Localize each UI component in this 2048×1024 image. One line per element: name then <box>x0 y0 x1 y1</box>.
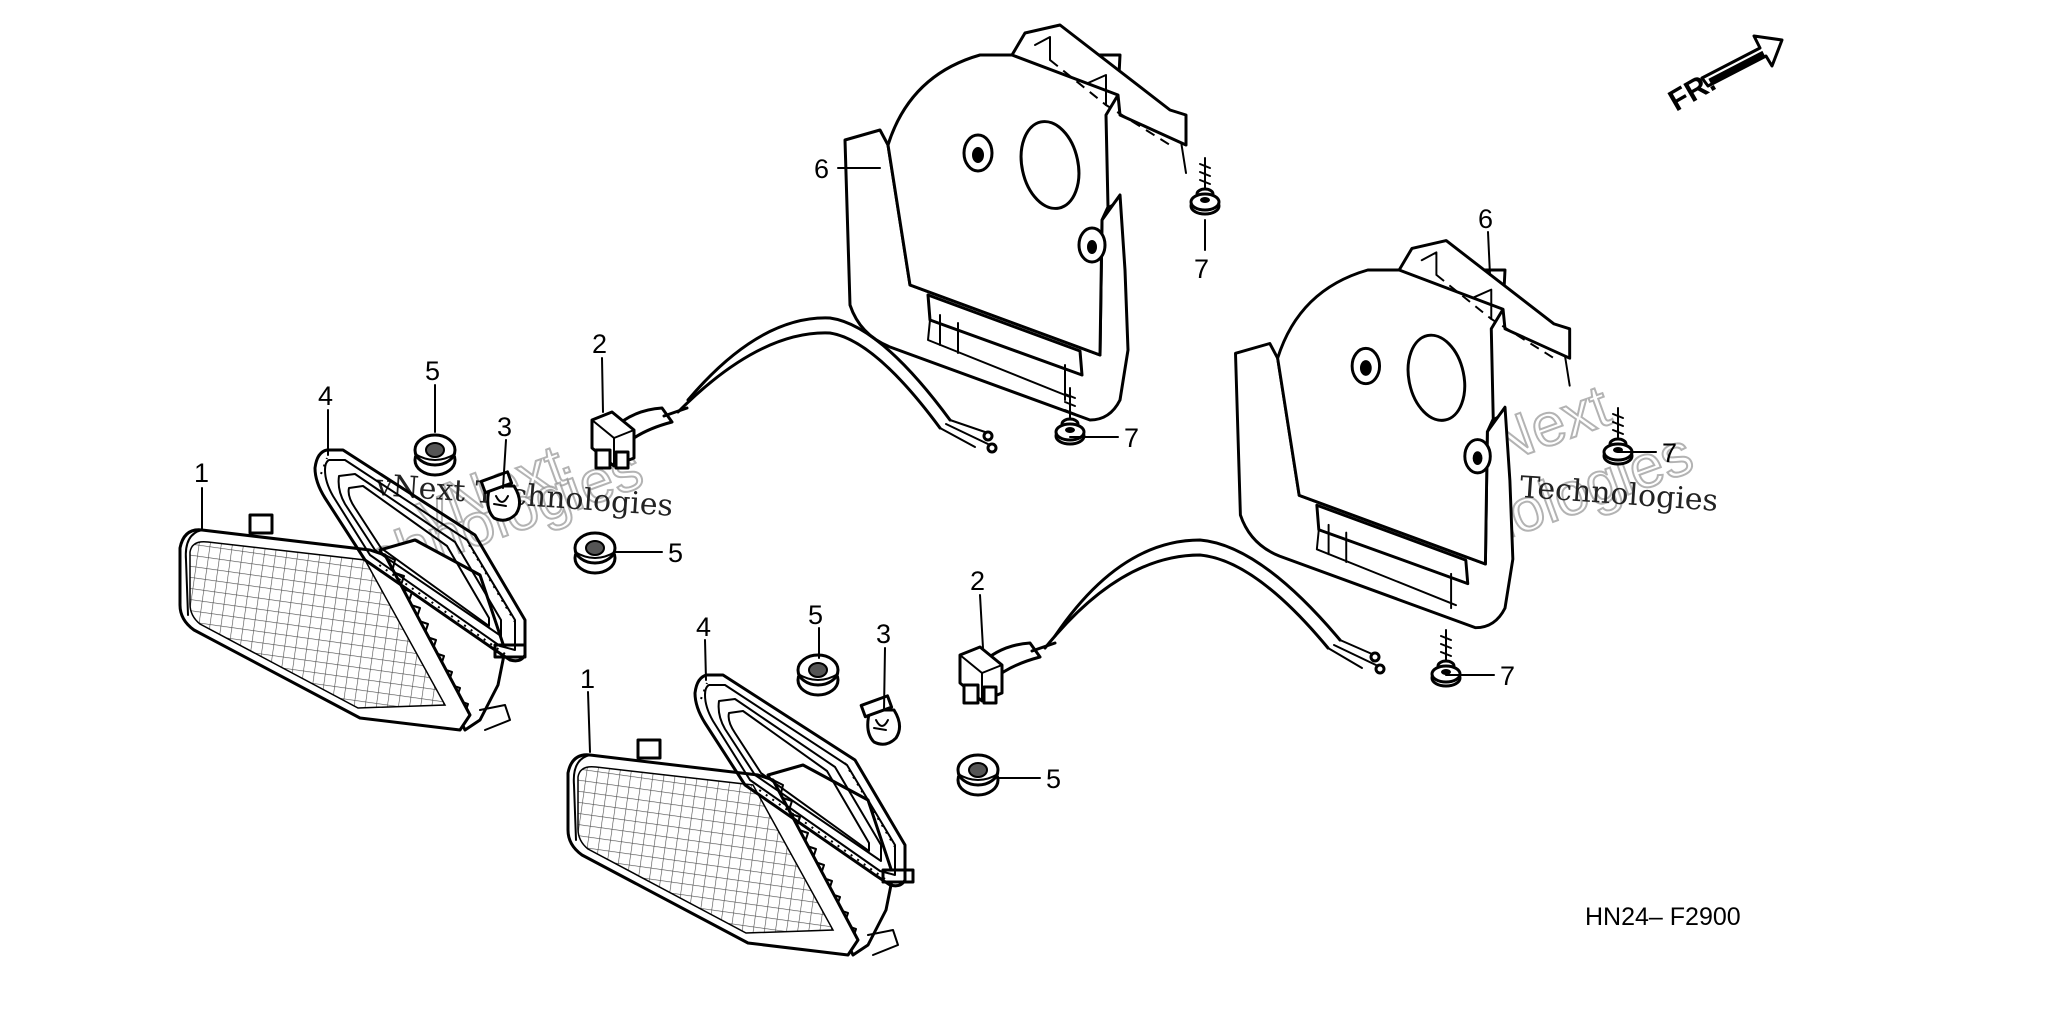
screw-right-bottom-part <box>1430 628 1462 688</box>
socket-left-part <box>590 406 689 470</box>
front-direction-arrow-icon <box>1702 36 1782 86</box>
lamp-case-left-part <box>843 23 1188 422</box>
callout-7-right-bottom: 7 <box>1500 661 1515 691</box>
leader-lines <box>201 167 1657 779</box>
screw-left-top-part <box>1189 156 1221 216</box>
grommet-left-bottom-part <box>573 531 617 575</box>
callout-7-left-bottom: 7 <box>1124 423 1139 453</box>
callout-4-left: 4 <box>318 381 333 411</box>
callout-5-right-bottom: 5 <box>1046 764 1061 794</box>
callout-7-right-top: 7 <box>1662 438 1677 468</box>
bulb-right-part <box>859 694 902 746</box>
callout-5-right-top: 5 <box>808 600 823 630</box>
socket-right-part <box>958 641 1057 705</box>
callout-6-right: 6 <box>1478 204 1493 234</box>
harness-left-wire <box>676 316 998 454</box>
callout-5-left-top: 5 <box>425 356 440 386</box>
callout-5-left-bottom: 5 <box>668 538 683 568</box>
callout-3-right: 3 <box>876 619 891 649</box>
callout-6-left: 6 <box>814 154 829 184</box>
callout-1-right: 1 <box>580 664 595 694</box>
grommet-left-top-part <box>413 433 457 477</box>
callout-3-left: 3 <box>497 412 512 442</box>
grommet-right-top-part <box>796 653 840 697</box>
callout-2-right: 2 <box>970 566 985 596</box>
callout-7-left-top: 7 <box>1194 254 1209 284</box>
harness-right-wire <box>1043 538 1386 675</box>
callout-4-right: 4 <box>696 612 711 642</box>
grommet-right-bottom-part <box>956 753 1000 797</box>
diagram-code: HN24– F2900 <box>1585 903 1741 931</box>
callout-1-left: 1 <box>194 458 209 488</box>
callout-2-left: 2 <box>592 329 607 359</box>
